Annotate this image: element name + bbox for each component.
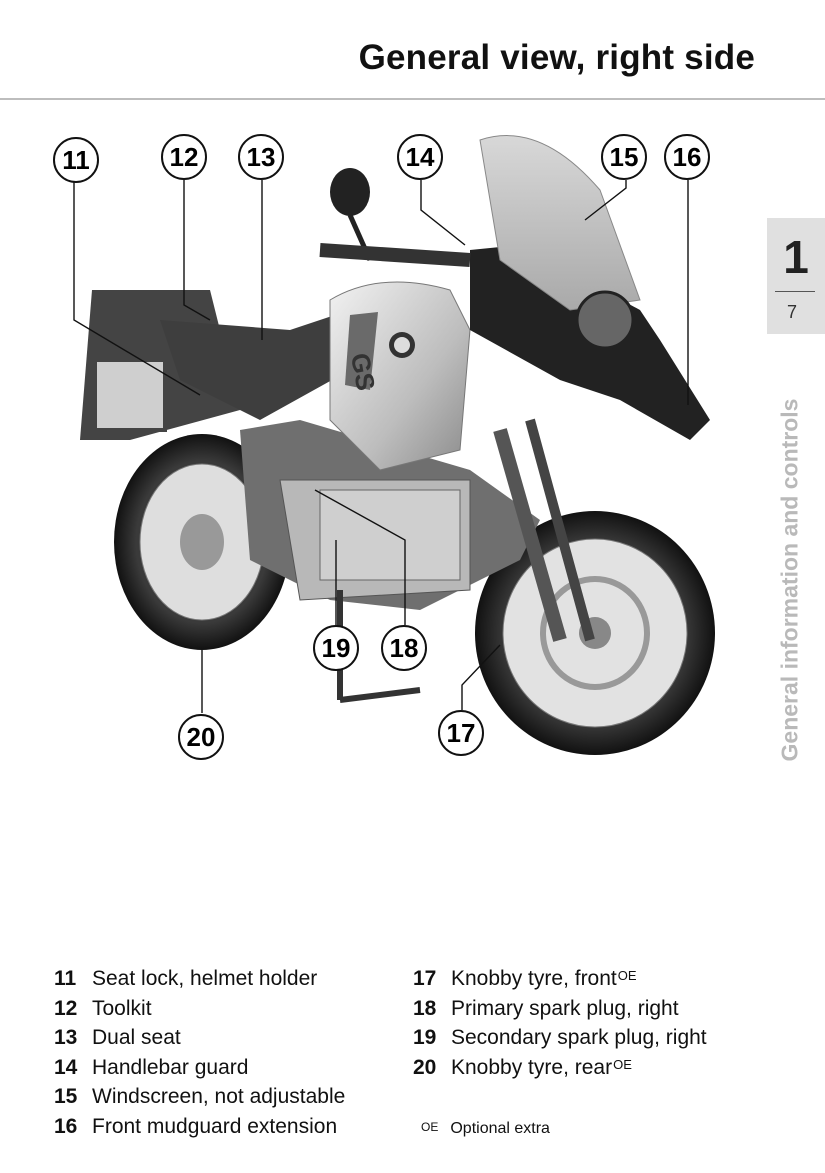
svg-text:19: 19 <box>322 633 351 663</box>
page-number: 7 <box>786 302 797 322</box>
chapter-number: 1 <box>783 231 809 283</box>
legend-text: Dual seat <box>92 1026 181 1050</box>
legend-number: 13 <box>54 1026 78 1050</box>
legend-item: 16 Front mudguard extension <box>54 1112 345 1142</box>
legend-item: 12 Toolkit <box>54 994 345 1024</box>
svg-text:11: 11 <box>62 145 90 175</box>
footnote-mark: OE <box>421 1120 439 1134</box>
leader-lines <box>73 180 689 713</box>
legend-number: 14 <box>54 1055 78 1079</box>
callout-19: 19 <box>313 625 359 671</box>
tank-badge: GS <box>345 351 381 393</box>
callout-17: 17 <box>438 710 484 756</box>
callout-18: 18 <box>381 625 427 671</box>
legend-item: 18 Primary spark plug, right <box>413 994 707 1024</box>
legend-number: 17 <box>413 967 437 990</box>
legend-text: Toolkit <box>92 996 152 1020</box>
callout-15: 15 <box>601 134 647 180</box>
front-fairing <box>470 135 710 440</box>
svg-text:18: 18 <box>390 633 419 663</box>
svg-text:13: 13 <box>247 142 276 172</box>
header-rule <box>0 98 825 100</box>
legend-number: 12 <box>54 996 78 1020</box>
legend-number: 15 <box>54 1085 78 1109</box>
legend-text: Seat lock, helmet holder <box>92 967 318 990</box>
optional-extra-mark: OE <box>617 968 637 983</box>
seat <box>160 310 350 420</box>
legend-text: Front mudguard extension <box>92 1114 338 1138</box>
svg-text:17: 17 <box>447 718 476 748</box>
legend-item: 14 Handlebar guard <box>54 1053 345 1083</box>
legend-text: Knobby tyre, front <box>451 967 617 990</box>
callout-16: 16 <box>664 134 710 180</box>
legend-item: 17 Knobby tyre, frontOE <box>413 964 707 994</box>
motorcycle-illustration: GS <box>73 135 715 755</box>
optional-extra-mark: OE <box>613 1056 632 1072</box>
callout-11: 11 <box>53 137 99 183</box>
page-title: General view, right side <box>358 38 755 77</box>
callout-14: 14 <box>397 134 443 180</box>
callout-13: 13 <box>238 134 284 180</box>
chapter-tab: 1 7 <box>767 218 825 334</box>
footnote: OE Optional extra <box>421 1120 550 1138</box>
legend-text: Primary spark plug, right <box>451 996 679 1020</box>
callout-layer: 11 12 13 14 15 16 17 18 19 20 <box>53 134 710 760</box>
legend-text: Secondary spark plug, right <box>451 1026 707 1050</box>
handlebar-and-mirror <box>319 168 471 267</box>
legend-item: 11 Seat lock, helmet holder <box>54 964 345 994</box>
legend-item: 19 Secondary spark plug, right <box>413 1023 707 1053</box>
legend-number: 11 <box>54 967 77 990</box>
legend-number: 20 <box>413 1055 437 1079</box>
legend-number: 16 <box>54 1114 78 1138</box>
legend-item: 15 Windscreen, not adjustable <box>54 1082 345 1112</box>
svg-text:14: 14 <box>406 142 435 172</box>
legend-left: 11 Seat lock, helmet holder 12 Toolkit 13 Dua… <box>54 964 345 1142</box>
svg-text:20: 20 <box>187 722 216 752</box>
legend-text: Knobby tyre, rear <box>451 1055 613 1079</box>
svg-text:15: 15 <box>610 142 639 172</box>
callout-12: 12 <box>161 134 207 180</box>
svg-text:12: 12 <box>170 142 199 172</box>
legend-number: 19 <box>413 1026 437 1050</box>
legend-text: Windscreen, not adjustable <box>92 1085 346 1109</box>
legend-item: 20 Knobby tyre, rearOE <box>413 1053 707 1083</box>
svg-text:16: 16 <box>673 142 702 172</box>
footnote-text: Optional extra <box>450 1120 550 1137</box>
legend-text: Handlebar guard <box>92 1055 249 1079</box>
legend-item: 13 Dual seat <box>54 1023 345 1053</box>
section-title: General information and controls <box>776 398 803 762</box>
legend-number: 18 <box>413 996 437 1020</box>
fuel-tank: GS <box>329 281 471 471</box>
tab-divider <box>775 291 815 292</box>
callout-20: 20 <box>178 714 224 760</box>
